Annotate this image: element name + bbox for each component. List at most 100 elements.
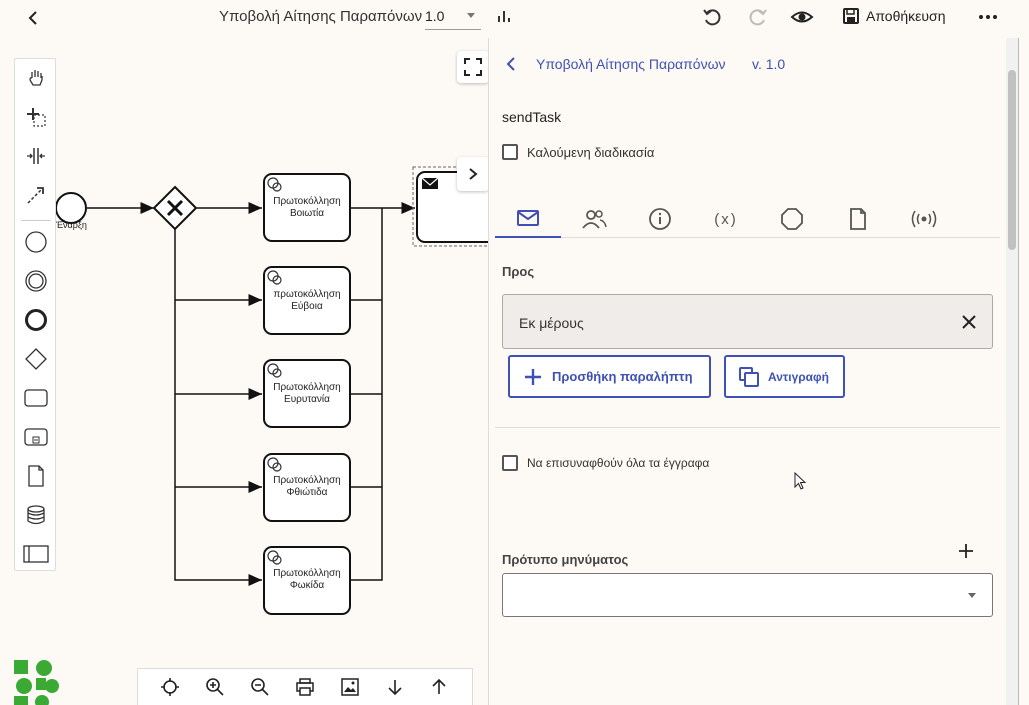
bold-circle-icon <box>25 309 47 331</box>
file-icon <box>28 465 44 487</box>
space-icon <box>27 148 45 164</box>
export-image-button[interactable] <box>337 674 363 700</box>
hand-icon <box>29 70 43 86</box>
tab-documents[interactable] <box>825 200 891 238</box>
file-icon <box>850 208 866 230</box>
upload-button[interactable] <box>426 674 452 700</box>
more-horizontal-icon <box>979 15 997 19</box>
start-event <box>55 192 87 224</box>
plus-icon <box>959 544 973 558</box>
connect-tool[interactable] <box>23 182 49 208</box>
task-label: πρωτοκόλληση Εύβοια <box>273 289 341 312</box>
gateway-tool[interactable] <box>23 346 49 372</box>
database-icon <box>27 505 45 525</box>
tab-stop[interactable] <box>759 200 825 238</box>
variables-tab-label: (x) <box>714 210 738 228</box>
undo-icon <box>703 9 721 26</box>
envelope-icon <box>421 177 439 189</box>
end-event-tool[interactable] <box>23 307 49 333</box>
to-field[interactable]: Εκ μέρους <box>502 294 993 349</box>
download-button[interactable] <box>382 674 408 700</box>
save-button[interactable]: Αποθήκευση <box>842 4 945 28</box>
template-select[interactable] <box>502 573 993 617</box>
scrollbar-thumb[interactable] <box>1008 70 1016 250</box>
task-tool[interactable] <box>23 385 49 411</box>
start-event-label: Έναρξη <box>56 220 87 230</box>
panel-tabs: (x) <box>495 200 1000 238</box>
chevron-left-icon <box>506 57 515 71</box>
space-tool[interactable] <box>23 143 49 169</box>
arrow-down-icon <box>388 680 402 696</box>
copy-button[interactable]: Αντιγραφή <box>724 355 845 398</box>
crosshair-icon <box>161 678 180 696</box>
diagram-canvas[interactable]: Έναρξη Πρωτοκόλληση Βοιωτία πρωτοκόλληση… <box>0 38 489 705</box>
tab-signals[interactable] <box>891 200 957 238</box>
plus-icon <box>525 368 541 385</box>
tab-variables[interactable]: (x) <box>693 200 759 238</box>
version-select[interactable]: 1.0 <box>425 4 481 30</box>
eye-icon <box>790 11 814 23</box>
zoom-in-icon <box>206 678 224 696</box>
task-5 <box>263 546 351 615</box>
zoom-out-button[interactable] <box>247 674 273 700</box>
preview-button[interactable] <box>789 4 815 30</box>
broadcast-icon <box>911 210 937 228</box>
center-button[interactable] <box>157 674 183 700</box>
double-circle-icon <box>25 270 47 292</box>
users-icon <box>582 210 607 229</box>
data-object-tool[interactable] <box>23 463 49 489</box>
clear-button[interactable] <box>960 313 978 331</box>
task-label: Πρωτοκόλληση Βοιωτία <box>273 196 341 219</box>
fullscreen-button[interactable] <box>457 51 489 83</box>
panel-back-button[interactable] <box>505 52 525 76</box>
print-icon <box>296 678 314 696</box>
data-store-tool[interactable] <box>23 502 49 528</box>
lasso-icon <box>27 108 46 127</box>
redo-icon <box>749 9 767 26</box>
window-edge <box>1018 38 1029 705</box>
called-process-checkbox[interactable] <box>502 144 518 160</box>
save-icon <box>843 8 859 24</box>
stats-button[interactable] <box>491 4 517 30</box>
mouse-cursor-icon <box>794 472 807 490</box>
task-label: Πρωτοκόλληση Ευρυτανία <box>273 382 341 405</box>
hand-tool[interactable] <box>23 65 49 91</box>
lasso-tool[interactable] <box>23 104 49 130</box>
fullscreen-icon <box>464 58 482 76</box>
redo-button[interactable] <box>745 4 771 30</box>
print-button[interactable] <box>292 674 318 700</box>
info-icon <box>649 208 671 230</box>
intermediate-event-tool[interactable] <box>23 268 49 294</box>
tab-participants[interactable] <box>561 200 627 238</box>
close-icon <box>962 315 976 329</box>
more-button[interactable] <box>975 4 1001 30</box>
tab-info[interactable] <box>627 200 693 238</box>
panel-scrollbar[interactable] <box>1006 38 1018 705</box>
back-button[interactable] <box>22 6 46 30</box>
add-template-button[interactable] <box>957 542 975 560</box>
arrow-up-icon <box>432 678 447 694</box>
subprocess-tool[interactable] <box>23 424 49 450</box>
start-event-tool[interactable] <box>23 229 49 255</box>
task-label: Πρωτοκόλληση Φωκίδα <box>273 568 341 591</box>
add-recipient-button[interactable]: Προσθήκη παραλήπτη <box>508 355 711 398</box>
toggle-panel-button[interactable] <box>457 157 489 191</box>
zoom-in-button[interactable] <box>202 674 228 700</box>
template-label: Πρότυπο μηνύματος <box>502 552 629 567</box>
chevron-right-icon <box>469 168 478 180</box>
pool-tool[interactable] <box>23 541 49 567</box>
zoom-out-icon <box>251 678 269 696</box>
attach-all-checkbox[interactable] <box>502 455 518 471</box>
panel-process-title: Υποβολή Αίτησης Παραπόνων <box>536 56 726 72</box>
chevron-left-icon <box>28 11 37 25</box>
subprocess-icon <box>24 428 48 446</box>
tab-message[interactable] <box>495 200 561 238</box>
bpmn-diagram <box>55 166 488 615</box>
diamond-icon <box>25 348 47 370</box>
undo-button[interactable] <box>699 4 725 30</box>
task-1 <box>263 173 351 242</box>
attach-all-row: Να επισυναφθούν όλα τα έγγραφα <box>502 455 709 471</box>
brand-logo <box>14 660 59 705</box>
task-2 <box>263 266 351 335</box>
caret-down-icon <box>968 593 976 598</box>
